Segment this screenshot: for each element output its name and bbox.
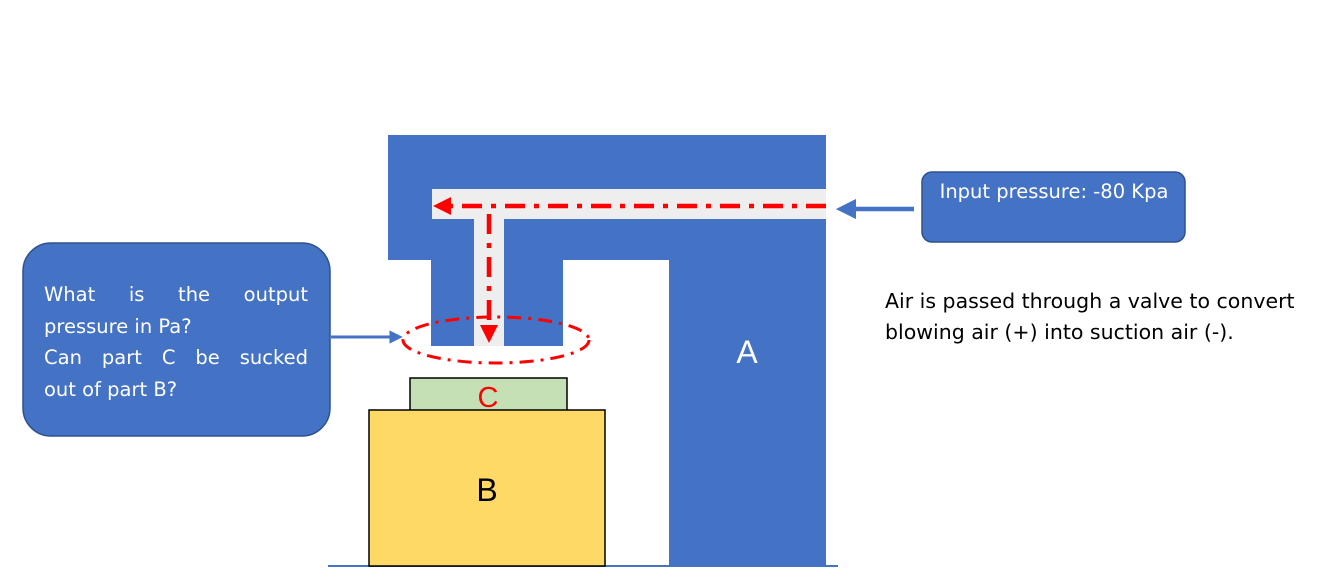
input-pressure-label: Input pressure: -80 Kpa — [939, 180, 1169, 203]
part-b-label: B — [476, 472, 497, 508]
part-a-label: A — [736, 334, 758, 370]
part-c-label: C — [478, 382, 499, 414]
question-line-1: What is the output — [44, 283, 308, 306]
input-pressure-box — [921, 171, 1186, 243]
part-b-block — [368, 409, 606, 567]
question-box — [22, 242, 331, 437]
question-line-2: pressure in Pa? — [44, 314, 192, 338]
note-text: Air is passed through a valve to convert… — [885, 289, 1295, 344]
question-text: What is the output pressure in Pa? Can p… — [44, 279, 308, 405]
suction-zone-ellipse — [401, 315, 591, 365]
part-c-block — [409, 377, 568, 412]
question-line-4: out of part B? — [44, 377, 178, 401]
question-line-3: Can part C be sucked — [44, 346, 308, 369]
